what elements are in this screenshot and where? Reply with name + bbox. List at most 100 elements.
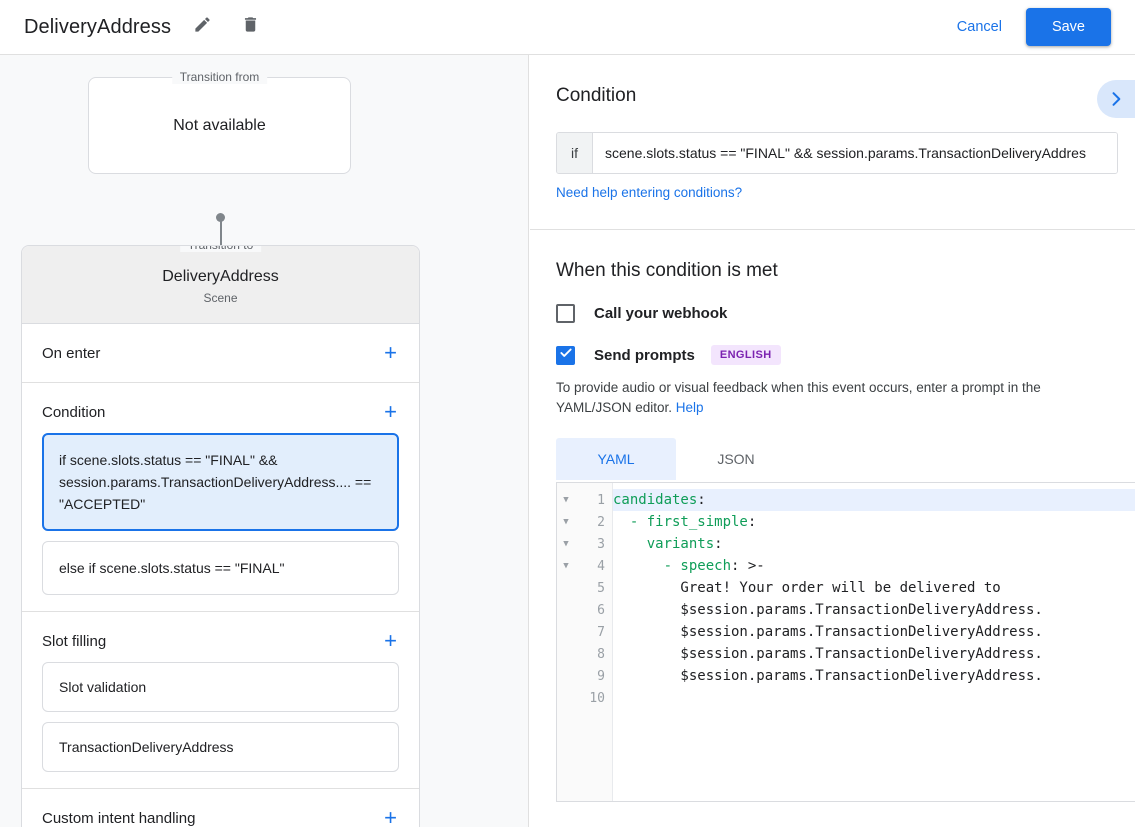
cancel-button[interactable]: Cancel xyxy=(943,10,1016,44)
editor-code-line[interactable]: - speech: >- xyxy=(613,558,765,574)
fold-arrow-icon[interactable]: ▼ xyxy=(563,517,569,527)
transition-to-legend: Transition to xyxy=(179,246,262,252)
editor-line-number: ▼1 xyxy=(557,489,612,511)
when-condition-met-heading: When this condition is met xyxy=(556,260,778,281)
editor-code-line[interactable]: - first_simple: xyxy=(613,514,757,530)
section-custom-intent-handling: Custom intent handling + xyxy=(22,789,419,827)
condition-expression-input[interactable] xyxy=(593,133,1117,173)
line-number-text: 7 xyxy=(597,624,605,640)
editor-line-number: 7 xyxy=(557,621,612,643)
condition-list: if scene.slots.status == "FINAL" && sess… xyxy=(22,433,419,611)
transition-from-card: Transition from Not available xyxy=(88,70,351,174)
edit-name-button[interactable] xyxy=(185,10,219,44)
prompts-description-text: To provide audio or visual feedback when… xyxy=(556,380,1041,415)
add-custom-intent-button[interactable]: + xyxy=(384,805,397,827)
condition-expression-row: if xyxy=(556,132,1118,174)
save-button[interactable]: Save xyxy=(1025,8,1111,46)
editor-code-line[interactable]: candidates: xyxy=(613,489,1135,511)
fold-arrow-icon[interactable]: ▼ xyxy=(563,495,569,505)
editor-format-tabs: YAML JSON xyxy=(556,438,1109,480)
trash-icon xyxy=(241,15,260,39)
section-title-custom-intent-handling: Custom intent handling xyxy=(42,809,196,827)
slot-list-item[interactable]: TransactionDeliveryAddress xyxy=(42,722,399,772)
chevron-right-icon xyxy=(1106,89,1126,109)
editor-line-number: 8 xyxy=(557,643,612,665)
line-number-text: 5 xyxy=(597,580,605,596)
fold-arrow-icon[interactable]: ▼ xyxy=(563,539,569,549)
condition-detail-panel: Condition if Need help entering conditio… xyxy=(530,55,1135,827)
transition-from-value: Not available xyxy=(173,116,266,134)
condition-list-item[interactable]: else if scene.slots.status == "FINAL" xyxy=(42,541,399,595)
scene-type: Scene xyxy=(203,291,238,305)
scene-header[interactable]: DeliveryAddress Scene xyxy=(22,246,419,324)
editor-code-line[interactable]: $session.params.TransactionDeliveryAddre… xyxy=(613,624,1043,640)
editor-code-line[interactable]: variants: xyxy=(613,536,723,552)
section-title-on-enter: On enter xyxy=(42,344,101,362)
line-number-text: 3 xyxy=(597,536,605,552)
section-slot-filling: Slot filling + Slot validation Transacti… xyxy=(22,612,419,789)
line-number-text: 10 xyxy=(589,690,605,706)
editor-code-line[interactable]: $session.params.TransactionDeliveryAddre… xyxy=(613,602,1043,618)
editor-line-number: ▼3 xyxy=(557,533,612,555)
panel-divider xyxy=(530,229,1135,230)
add-slot-button[interactable]: + xyxy=(384,628,397,653)
editor-code-area[interactable]: candidates: - first_simple: variants: - … xyxy=(613,483,1135,801)
editor-line-number: 6 xyxy=(557,599,612,621)
page-title: DeliveryAddress xyxy=(24,15,172,38)
if-label: if xyxy=(557,133,593,173)
slot-list: Slot validation TransactionDeliveryAddre… xyxy=(22,662,419,788)
pencil-icon xyxy=(193,15,212,39)
send-prompts-checkbox[interactable] xyxy=(556,345,575,365)
transition-to-card: Transition to DeliveryAddress Scene On e… xyxy=(21,245,420,827)
connector-line xyxy=(220,217,222,269)
add-on-enter-button[interactable]: + xyxy=(384,340,397,365)
condition-block: Condition if Need help entering conditio… xyxy=(530,55,1135,202)
editor-line-number: ▼2 xyxy=(557,511,612,533)
check-icon xyxy=(559,346,573,365)
line-number-text: 4 xyxy=(597,558,605,574)
condition-heading: Condition xyxy=(556,85,637,106)
section-header-custom-intent-handling[interactable]: Custom intent handling + xyxy=(22,789,419,827)
condition-help-link[interactable]: Need help entering conditions? xyxy=(556,185,743,200)
section-on-enter: On enter + xyxy=(22,324,419,383)
editor-code-line[interactable]: Great! Your order will be delivered to xyxy=(613,580,1001,596)
scene-name: DeliveryAddress xyxy=(162,268,279,285)
when-condition-met-block: When this condition is met Call your web… xyxy=(530,230,1135,480)
line-number-text: 9 xyxy=(597,668,605,684)
editor-code-line[interactable]: $session.params.TransactionDeliveryAddre… xyxy=(613,668,1043,684)
delete-button[interactable] xyxy=(233,10,267,44)
fold-arrow-icon[interactable]: ▼ xyxy=(563,561,569,571)
tab-yaml[interactable]: YAML xyxy=(556,438,676,480)
line-number-text: 8 xyxy=(597,646,605,662)
section-title-slot-filling: Slot filling xyxy=(42,632,107,650)
send-prompts-label: Send prompts xyxy=(594,346,695,364)
condition-list-item[interactable]: if scene.slots.status == "FINAL" && sess… xyxy=(42,433,399,531)
scene-graph-panel: Transition from Not available Transition… xyxy=(0,55,529,827)
section-title-condition: Condition xyxy=(42,403,106,421)
transition-from-legend: Transition from xyxy=(171,70,268,84)
slot-list-item[interactable]: Slot validation xyxy=(42,662,399,712)
next-panel-button[interactable] xyxy=(1097,80,1135,118)
call-webhook-label: Call your webhook xyxy=(594,305,728,322)
line-number-text: 6 xyxy=(597,602,605,618)
app-bar: DeliveryAddress Cancel Save xyxy=(0,0,1135,55)
prompts-help-link[interactable]: Help xyxy=(675,400,704,415)
send-prompts-row[interactable]: Send prompts ENGLISH xyxy=(556,345,1109,365)
editor-line-number: 9 xyxy=(557,665,612,687)
editor-code-line[interactable]: $session.params.TransactionDeliveryAddre… xyxy=(613,646,1043,662)
line-number-text: 1 xyxy=(597,492,605,508)
editor-line-number: 5 xyxy=(557,577,612,599)
section-header-on-enter[interactable]: On enter + xyxy=(22,324,419,382)
editor-code-line[interactable] xyxy=(613,687,1135,709)
section-header-condition[interactable]: Condition + xyxy=(22,383,419,433)
section-header-slot-filling[interactable]: Slot filling + xyxy=(22,612,419,662)
tab-json[interactable]: JSON xyxy=(717,451,755,467)
webhook-row[interactable]: Call your webhook xyxy=(556,304,1109,323)
section-condition: Condition + if scene.slots.status == "FI… xyxy=(22,383,419,612)
editor-line-number: 10 xyxy=(557,687,612,709)
language-badge: ENGLISH xyxy=(710,345,781,365)
add-condition-button[interactable]: + xyxy=(384,399,397,424)
call-webhook-checkbox[interactable] xyxy=(556,304,575,323)
